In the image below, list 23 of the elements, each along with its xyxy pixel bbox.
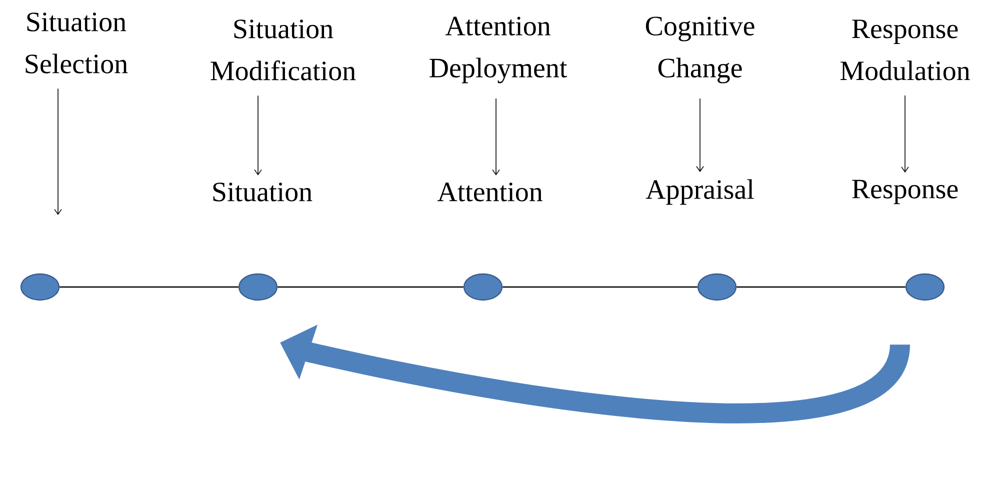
timeline-dot: [20, 273, 60, 301]
process-label: Situation Modification: [210, 20, 356, 80]
process-label: Response Modulation: [840, 20, 970, 80]
process-label: Attention Deployment: [430, 16, 568, 84]
stage-label: Appraisal: [646, 179, 754, 205]
timeline-dot: [697, 273, 737, 301]
arrow: [254, 95, 262, 176]
process-label: Cognitive Change: [646, 16, 754, 84]
arrow: [54, 88, 62, 215]
timeline-dot: [463, 273, 503, 301]
timeline-line: [502, 286, 698, 288]
arrow: [696, 98, 704, 172]
arrow: [492, 98, 500, 176]
stage-label: Situation: [213, 182, 312, 202]
stage-label: Response: [852, 180, 958, 204]
timeline-line: [60, 286, 238, 288]
process-label: Situation Selection: [26, 12, 128, 74]
timeline-line: [736, 286, 906, 288]
timeline-dot: [238, 273, 278, 301]
arrow: [901, 95, 909, 173]
stage-label: Attention: [437, 182, 542, 202]
timeline-line: [278, 286, 464, 288]
timeline-dot: [905, 273, 945, 301]
